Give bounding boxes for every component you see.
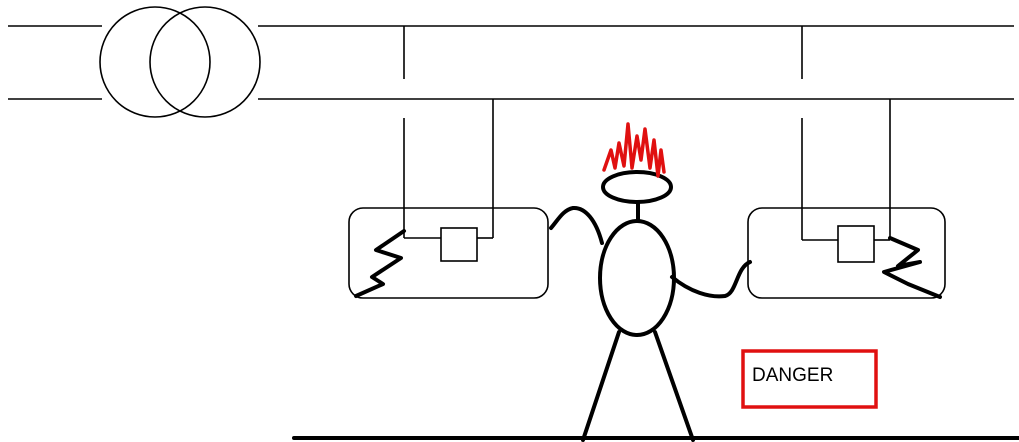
- left-arm: [549, 206, 604, 245]
- left-leg: [581, 330, 621, 442]
- power-lines: [8, 25, 1014, 100]
- danger-label: DANGER: [752, 365, 833, 386]
- transformer-coil-secondary: [149, 6, 261, 118]
- danger-sign-border: [741, 349, 878, 409]
- stick-figure-person: [549, 170, 752, 442]
- appliance-component-right: [837, 225, 875, 263]
- fault-path-right: [882, 236, 942, 299]
- right-arm: [670, 260, 752, 299]
- transformer-coil-primary: [99, 6, 211, 118]
- appliance-left: [348, 26, 549, 299]
- head: [601, 170, 673, 204]
- appliance-right: [747, 26, 946, 299]
- shock-flames: [602, 122, 666, 178]
- fault-path-left: [354, 229, 406, 298]
- appliance-housing-left: [348, 207, 549, 299]
- transformer-symbol: [99, 6, 261, 118]
- appliance-component-left: [440, 227, 478, 262]
- right-leg: [653, 330, 695, 442]
- body: [598, 219, 676, 337]
- appliance-housing-right: [747, 207, 946, 299]
- danger-sign: DANGER: [741, 349, 878, 409]
